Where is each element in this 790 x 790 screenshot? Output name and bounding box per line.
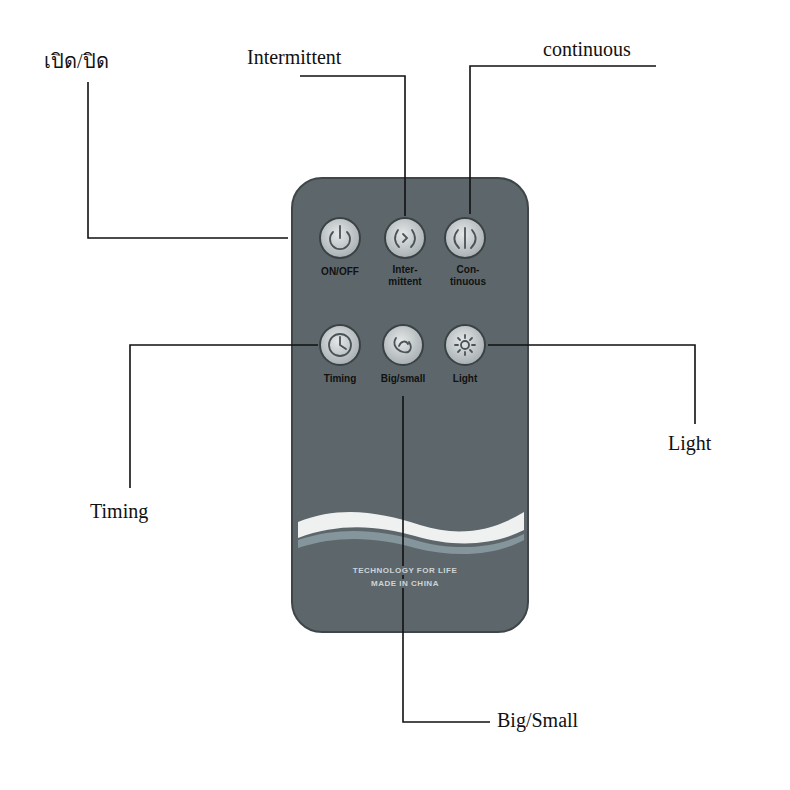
remote-body	[292, 178, 528, 632]
callout-label: Intermittent	[247, 46, 341, 69]
callout-label: Light	[668, 432, 711, 455]
button-label: ON/OFF	[321, 266, 359, 278]
button-label: Con- tinuous	[448, 264, 488, 287]
callout-label: Timing	[90, 500, 148, 523]
leader-lines	[88, 66, 695, 722]
footer-text: TECHNOLOGY FOR LIFE	[350, 566, 460, 575]
callout-label: เปิด/ปิด	[44, 50, 109, 73]
callout-label: Big/Small	[497, 709, 578, 732]
wave-shadow	[298, 531, 524, 554]
button-icons	[329, 226, 476, 356]
button-label: Timing	[324, 373, 357, 385]
buttons	[320, 218, 485, 365]
button-label: Light	[453, 373, 477, 385]
footer-text: MADE IN CHINA	[368, 579, 442, 588]
button-label: Big/small	[381, 373, 425, 385]
button-label: Inter- mittent	[385, 264, 425, 287]
callout-label: continuous	[543, 38, 631, 61]
